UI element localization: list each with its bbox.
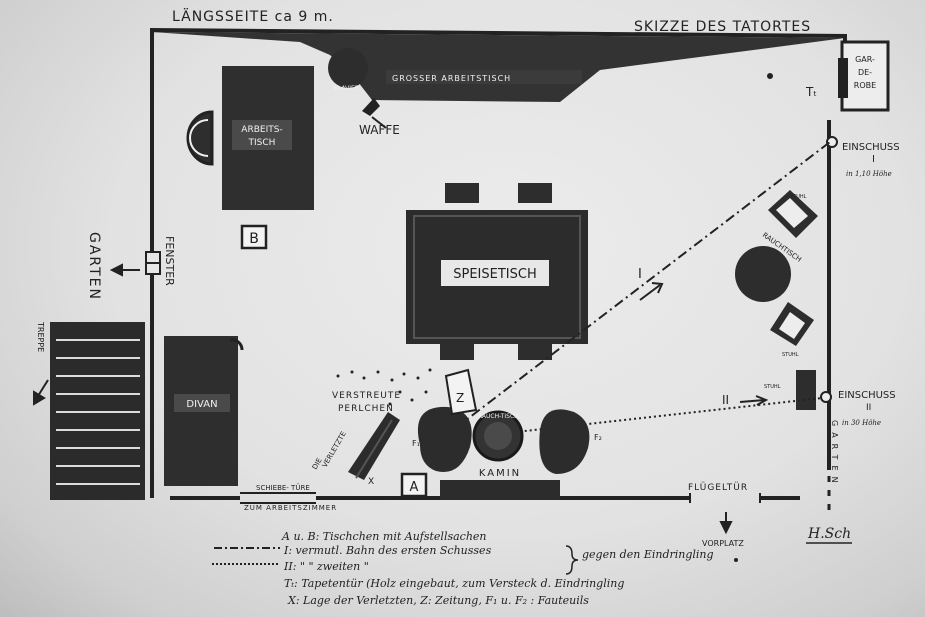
trajectory-1-arrow	[639, 282, 664, 301]
svg-text:ROBE: ROBE	[854, 81, 876, 90]
svg-text:VERLETZTE: VERLETZTE	[321, 430, 348, 469]
window-label: FENSTER	[163, 236, 176, 286]
vorplatz-label: VORPLATZ	[702, 539, 744, 548]
svg-text:GAR-: GAR-	[855, 55, 875, 64]
beads-label-1: VERSTREUTE	[332, 391, 401, 401]
svg-text:F₁: F₁	[412, 439, 420, 448]
trajectory-2	[479, 397, 823, 437]
svg-text:I: I	[638, 267, 642, 282]
svg-text:X: X	[368, 477, 374, 487]
legend-brace: gegen den Eindringling	[582, 548, 714, 561]
legend: A u. B: Tischchen mit Aufstellsachen I: …	[212, 530, 714, 607]
svg-text:II: II	[722, 393, 729, 407]
garden-label: GARTEN	[86, 232, 102, 301]
arbeitstisch: ARBEITS- TISCH	[222, 66, 314, 210]
svg-text:II: II	[866, 403, 871, 413]
klavier-label: KLAVIER	[334, 85, 359, 92]
window-left	[145, 251, 161, 275]
garden-arrow	[109, 263, 140, 277]
svg-text:STUHL: STUHL	[764, 384, 781, 390]
rauchtisch	[735, 246, 791, 302]
legend-row-3: II: " " zweiten "	[283, 560, 369, 573]
trajectory-2-arrow	[739, 395, 769, 406]
svg-text:STUHL: STUHL	[782, 352, 799, 358]
fluegeltuer-label: FLÜGELTÜR	[688, 482, 748, 493]
svg-text:RAUCH-TISCH: RAUCH-TISCH	[478, 413, 519, 420]
garden-right-label: GARTEN	[830, 420, 839, 489]
legend-row-5: X: Lage der Verletzten, Z: Zeitung, F₁ u…	[287, 594, 589, 607]
svg-text:F₂: F₂	[594, 433, 602, 442]
treppe-label: TREPPE	[36, 321, 45, 352]
signature: H.Sch	[807, 526, 851, 542]
legend-row-1: A u. B: Tischchen mit Aufstellsachen	[281, 530, 487, 543]
scattered-beads	[336, 368, 432, 406]
einschuss-2-label: EINSCHUSS	[838, 390, 896, 401]
weapon-label: WAFFE	[359, 123, 400, 137]
arbeitstisch-chair	[186, 110, 214, 166]
svg-text:ARBEITS-: ARBEITS-	[241, 125, 282, 135]
stuhl-right	[796, 370, 816, 410]
table-b-box	[240, 224, 268, 250]
fireplace-chairs: RAUCH-TISCH F₁ F₂	[412, 406, 602, 474]
svg-text:B: B	[249, 231, 259, 247]
stuhl-top: STUHL	[768, 190, 818, 238]
svg-text:KAMIN: KAMIN	[479, 468, 521, 479]
tapetentuer-label: Tₜ	[805, 85, 817, 99]
bullet-hole-2	[820, 391, 832, 403]
speisetisch: SPEISETISCH	[406, 183, 588, 360]
svg-text:SPEISETISCH: SPEISETISCH	[453, 267, 536, 282]
victim-figure	[348, 412, 400, 480]
bullet-hole-1	[826, 136, 838, 148]
weapon-icon	[362, 98, 387, 129]
legend-row-2: I: vermutl. Bahn des ersten Schusses	[283, 544, 492, 557]
beads-label-2: PERLCHEN	[338, 404, 394, 414]
sketch-title: SKIZZE DES TATORTES	[634, 19, 811, 35]
svg-text:in 30 Höhe: in 30 Höhe	[842, 419, 881, 427]
svg-text:I: I	[872, 154, 875, 165]
stuhl-bottom: STUHL	[770, 302, 814, 358]
svg-text:STUHL: STUHL	[790, 194, 807, 200]
trajectory-1	[439, 141, 831, 441]
top-wall-furniture: GROSSER ARBEITSTISCH KLAVIER	[152, 32, 845, 102]
svg-text:in 1,10 Höhe: in 1,10 Höhe	[846, 170, 892, 178]
table-a-box	[400, 472, 428, 498]
vorplatz-arrow	[719, 512, 733, 535]
treppe	[50, 322, 145, 500]
newspaper-z: Z	[444, 368, 478, 416]
garderobe: GAR- DE- ROBE	[838, 40, 890, 112]
svg-text:TISCH: TISCH	[248, 138, 276, 148]
divan: DIVAN	[164, 336, 244, 486]
svg-text:DIVAN: DIVAN	[186, 399, 217, 410]
einschuss-1-label: EINSCHUSS	[842, 142, 900, 153]
kamin	[440, 480, 560, 500]
piano-label: GROSSER ARBEITSTISCH	[392, 74, 511, 83]
length-label: LÄNGSSEITE ca 9 m.	[172, 7, 334, 25]
svg-text:A: A	[410, 480, 419, 495]
svg-text:SCHIEBE- TÜRE: SCHIEBE- TÜRE	[256, 483, 310, 492]
klavier-stool	[328, 48, 368, 88]
treppe-arrow	[33, 379, 49, 406]
svg-text:ZUM ARBEITSZIMMER: ZUM ARBEITSZIMMER	[244, 504, 337, 512]
svg-text:Z: Z	[456, 391, 464, 405]
svg-text:DE-: DE-	[858, 68, 872, 77]
legend-row-4: Tₜ: Tapetentür (Holz eingebaut, zum Vers…	[284, 577, 624, 590]
